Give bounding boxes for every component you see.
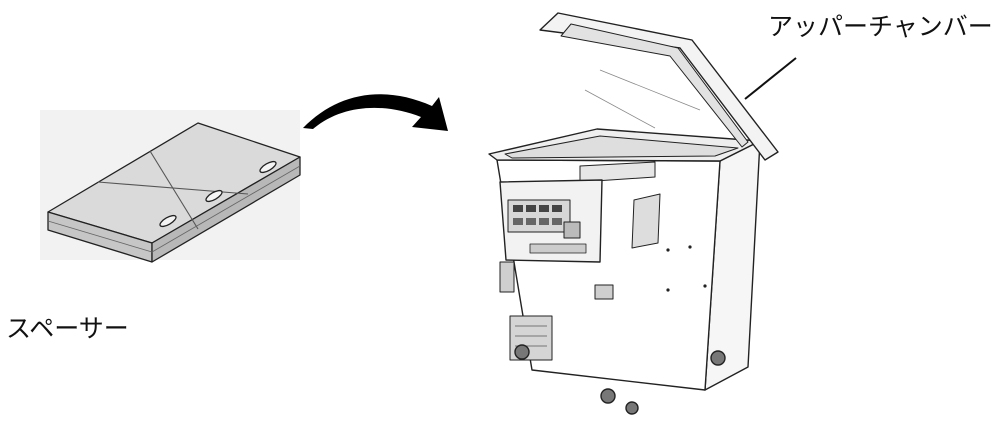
upper-chamber-label: アッパーチャンバー xyxy=(768,14,993,39)
upper-chamber-pointer xyxy=(745,58,796,99)
spacer-pad-icon xyxy=(40,110,300,262)
curved-arrow-icon xyxy=(303,94,448,131)
vacuum-packaging-machine-icon xyxy=(489,13,778,414)
spacer-label: スペーサー xyxy=(6,316,129,341)
